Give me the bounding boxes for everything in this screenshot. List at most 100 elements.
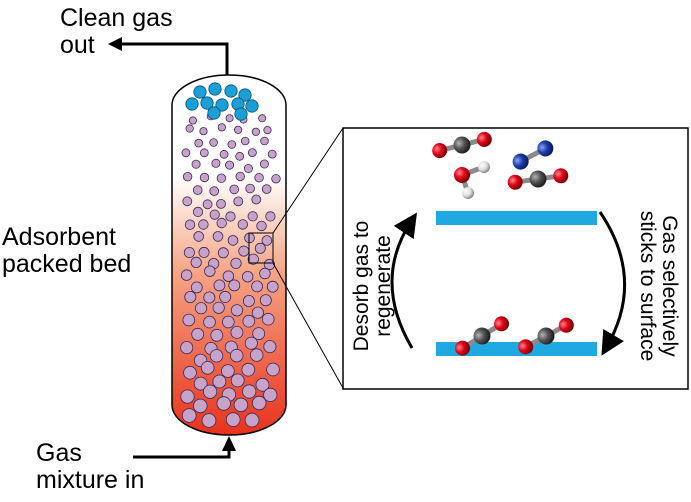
desorb-cycle-arrow (390, 212, 417, 349)
clean-gas-molecule (245, 99, 259, 113)
adsorbent-particle (251, 280, 264, 293)
adsorbent-particle (193, 231, 205, 242)
adsorbent-particle (217, 123, 226, 132)
adsorbent-particle (180, 341, 194, 355)
adsorbent-particle (203, 291, 216, 304)
adsorbent-particle (199, 172, 210, 183)
adsorbent-particle (235, 151, 245, 161)
adsorbent-particle (255, 377, 270, 392)
adsorbent-particle (219, 290, 232, 303)
molecules-group (432, 131, 574, 356)
adsorbent-particle (191, 159, 201, 169)
adsorbent-particle (247, 148, 257, 158)
adsorbent-particle (182, 313, 196, 327)
adsorbent-particle (250, 348, 264, 362)
adsorbent-particle (202, 199, 213, 210)
adsorbent-particle (245, 183, 255, 194)
adsorbent-particle (192, 206, 204, 217)
adsorbent-particle (225, 114, 234, 123)
adsorbent-particle (242, 314, 256, 328)
adsorbent-particle (216, 198, 226, 209)
adsorbent-particle (194, 138, 204, 148)
adsorbent-particle (251, 194, 262, 205)
clean-gas-molecule (207, 106, 221, 120)
adsorbent-particle (217, 247, 229, 259)
adsorbent-particle (184, 219, 196, 230)
clean-gas-molecules (185, 82, 259, 121)
bed-label: Adsorbent packed bed (2, 224, 131, 278)
inlet-label-line2: mixture in (36, 466, 145, 494)
outlet-pipe (120, 42, 229, 75)
adsorbent-particle (210, 328, 224, 342)
outlet-arrow-head (108, 37, 122, 51)
adsorbent-particle (229, 184, 240, 195)
adsorbent-particle (271, 174, 281, 184)
clean-gas-molecule (185, 97, 199, 111)
clean-gas-molecule (193, 85, 207, 99)
adsorbent-particle (209, 209, 220, 220)
adsorbent-particle (261, 312, 275, 326)
adsorbent-particle (252, 395, 267, 411)
adsorbent-particle (209, 349, 224, 363)
adsorbent-particle (209, 186, 220, 196)
adsorbent-particle (242, 294, 255, 307)
co2-molecule-icon (518, 317, 574, 355)
adsorbent-particle (193, 376, 208, 391)
outlet-label-line1: Clean gas (60, 4, 173, 32)
co2-molecule-icon (507, 168, 569, 190)
inlet-pipe (133, 448, 231, 459)
h2o-molecule-icon (454, 161, 490, 199)
adsorbent-particle (261, 184, 272, 194)
adsorbent-particle (199, 127, 208, 136)
adsorbent-particle (190, 256, 202, 268)
adsorbent-particle (259, 267, 271, 280)
adsorbent-particle (190, 281, 203, 294)
adsorbent-particle (181, 148, 191, 158)
adsorbent-particle (181, 408, 197, 423)
adsorb-label-line1: Gas selectively (658, 215, 681, 357)
inlet-arrow-head (222, 436, 236, 451)
adsorbent-particle (233, 397, 249, 413)
adsorbent-particle (191, 327, 205, 341)
adsorbent-particle (267, 149, 277, 159)
inlet-label: Gas mixture in (36, 440, 144, 494)
adsorbent-particle (259, 294, 272, 307)
adsorbent-particle (261, 235, 273, 246)
adsorbent-particle (266, 280, 279, 293)
adsorbent-particle (183, 365, 197, 380)
bed-label-line1: Adsorbent (2, 223, 116, 251)
adsorbent-particle (235, 171, 245, 182)
adsorbent-particle (180, 389, 195, 404)
adsorbent-particle (227, 140, 237, 149)
surface-bottom (436, 342, 597, 356)
adsorbent-particle (212, 231, 224, 242)
adsorbent-particle (199, 148, 209, 158)
adsorb-cycle-arrow (598, 211, 627, 356)
clean-gas-molecule (238, 88, 252, 102)
adsorbent-particle (241, 362, 256, 377)
zoom-connector-bottom (272, 262, 344, 389)
adsorbent-particle (230, 325, 244, 339)
adsorbent-particle (240, 136, 250, 146)
adsorbent-particle (212, 374, 227, 389)
adsorbent-particle (230, 373, 245, 388)
adsorbent-particle (188, 116, 197, 125)
adsorbent-particle (195, 302, 208, 315)
adsorbent-particle (244, 412, 260, 428)
adsorbent-particle (266, 362, 280, 377)
zoom-region (248, 232, 274, 264)
adsorbent-particle (198, 246, 210, 258)
adsorbent-particle (203, 315, 216, 329)
adsorbent-particle (204, 265, 216, 277)
adsorbent-particle (230, 304, 244, 317)
adsorb-label: Gas selectively sticks to surface (636, 191, 681, 381)
adsorbent-particle (225, 160, 235, 170)
adsorbent-particle (216, 217, 227, 229)
clean-gas-molecule (208, 82, 222, 96)
adsorbent-particle (229, 348, 244, 363)
zoom-connector-top (272, 127, 344, 234)
adsorbent-particle (256, 220, 267, 232)
desorb-label-line2: regenerate (372, 235, 395, 337)
adsorbent-particle (263, 258, 275, 271)
